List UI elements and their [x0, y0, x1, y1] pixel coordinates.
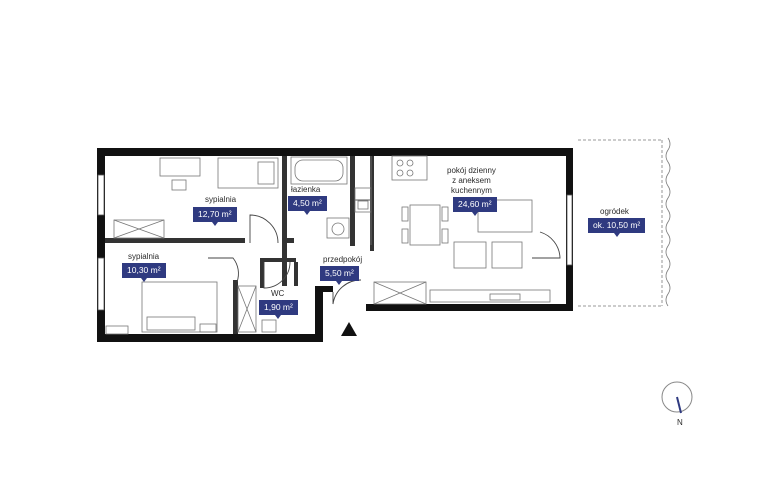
- living-name-line3: kuchennym: [451, 186, 492, 195]
- living-name-line2: z aneksem: [452, 176, 491, 185]
- hall-name: przedpokój: [323, 255, 363, 264]
- hall-wardrobe: [237, 285, 277, 333]
- garden-area: ok. 10,50 m²: [588, 218, 646, 237]
- garden-name: ogródek: [600, 207, 629, 216]
- hall-area: 5,50 m²: [320, 266, 359, 285]
- living-furniture: [373, 199, 551, 305]
- compass-north-label: N: [677, 418, 683, 427]
- garden-hedge: [665, 137, 671, 307]
- bedroom2-name: sypialnia: [128, 252, 160, 261]
- bathroom-fixtures: [290, 156, 350, 239]
- bathroom-area: 4,50 m²: [288, 196, 327, 215]
- entrance-arrow-icon: [341, 322, 357, 336]
- interior-walls: [105, 156, 374, 334]
- doors: [208, 199, 561, 305]
- bedroom1-furniture: [113, 157, 279, 239]
- living-name: pokój dzienny z aneksem kuchennym: [447, 166, 496, 196]
- bedroom2-furniture: [105, 281, 218, 335]
- living-name-line1: pokój dzienny: [447, 166, 496, 175]
- wc-area: 1,90 m²: [259, 300, 298, 319]
- bedroom1-area: 12,70 m²: [193, 207, 237, 226]
- living-area: 24,60 m²: [453, 197, 497, 216]
- wc-name: WC: [271, 289, 285, 298]
- bathroom-name: łazienka: [291, 185, 321, 194]
- compass-icon: [661, 381, 693, 414]
- bedroom1-name: sypialnia: [205, 195, 237, 204]
- exterior-walls: [97, 148, 573, 342]
- bedroom2-area: 10,30 m²: [122, 263, 166, 282]
- windows: [97, 174, 573, 311]
- kitchen-fixtures: [354, 155, 428, 245]
- garden-outline: [578, 139, 663, 307]
